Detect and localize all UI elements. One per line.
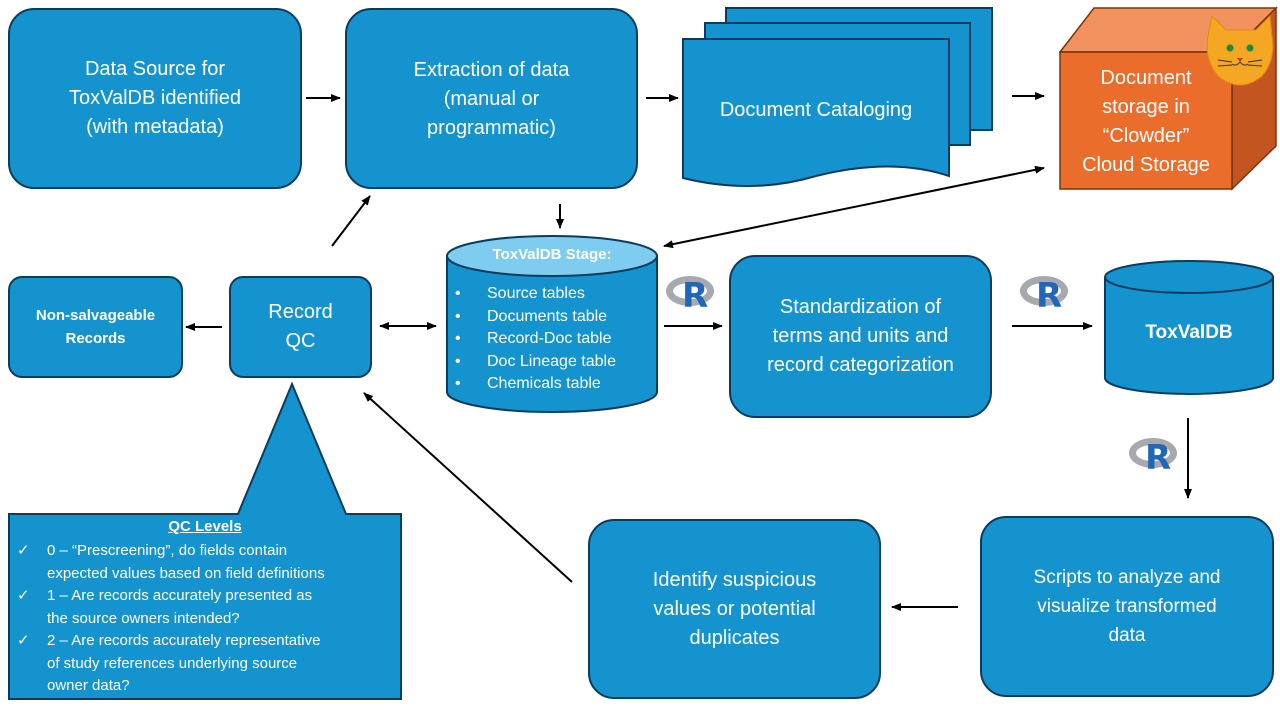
scripts-line: data (1108, 625, 1146, 646)
toxvaldb-stage-list: •Source tables •Documents table •Record-… (455, 283, 616, 396)
qc-level-line: expected values based on field definitio… (47, 564, 325, 582)
arrow-identify-to-qc (363, 392, 573, 583)
qc-levels-list: ✓ 0 – “Prescreening”, do fields contain … (17, 540, 397, 698)
doc-storage-line: storage in (1102, 96, 1190, 118)
doc-storage-line: Document (1100, 67, 1192, 89)
r-logo: R (1127, 432, 1187, 484)
extraction-line: Extraction of data (413, 59, 570, 81)
qc-level-line: of study references underlying source (47, 654, 298, 672)
check-icon: ✓ (17, 587, 30, 604)
doc-cataloging-label: Document Cataloging (719, 99, 913, 121)
identify-line: Identify suspicious (652, 568, 817, 591)
r-logo: R (1018, 270, 1078, 322)
identify-line: values or potential (653, 597, 816, 620)
qc-level-line: 2 – Are records accurately representativ… (47, 632, 321, 649)
arrow-qc-to-extraction (331, 195, 371, 247)
data-source-line: ToxValDB identified (69, 87, 241, 109)
doc-storage-line: “Clowder” (1102, 125, 1190, 147)
scripts-line: visualize transformed (1037, 596, 1217, 617)
record-qc-line: Record (268, 301, 333, 323)
stage-list-item: •Source tables (455, 285, 585, 302)
stage-list-item: •Documents table (455, 307, 608, 325)
record-qc-box: Record QC (229, 276, 372, 378)
qc-level-item: ✓ 2 – Are records accurately representat… (17, 630, 397, 698)
stage-list-item: •Record-Doc table (455, 330, 612, 347)
stage-item-label: Chemicals table (487, 375, 601, 392)
standardization-line: record categorization (767, 354, 954, 376)
qc-levels-callout-shape (8, 381, 402, 700)
toxvaldb-stage-title: ToxValDB Stage: (492, 246, 612, 263)
r-logo-letter: R (1145, 438, 1172, 478)
scripts-box: Scripts to analyze and visualize transfo… (980, 516, 1274, 697)
standardization-box: Standardization of terms and units and r… (729, 255, 992, 418)
qc-level-item: ✓ 1 – Are records accurately presented a… (17, 585, 397, 630)
extraction-box: Extraction of data (manual or programmat… (345, 8, 638, 189)
doc-cataloging-shape (682, 7, 993, 187)
standardization-line: terms and units and (772, 325, 949, 347)
check-icon: ✓ (17, 632, 30, 649)
check-icon: ✓ (17, 542, 30, 559)
qc-level-item: ✓ 0 – “Prescreening”, do fields contain … (17, 540, 397, 585)
identify-line: duplicates (689, 626, 780, 649)
toxvaldb-label: ToxValDB (1145, 322, 1233, 343)
extraction-line: programmatic) (427, 117, 556, 139)
stage-item-label: Record-Doc table (487, 330, 612, 347)
qc-levels-title: QC Levels (168, 518, 242, 535)
data-source-line: (with metadata) (86, 116, 224, 138)
non-salvageable-box: Non-salvageable Records (8, 276, 183, 378)
cat-icon (1206, 14, 1274, 86)
qc-level-line: 0 – “Prescreening”, do fields contain (47, 542, 288, 559)
qc-level-line: 1 – Are records accurately presented as (47, 587, 313, 604)
doc-storage-cube (1058, 6, 1278, 191)
stage-list-item: •Doc Lineage table (455, 352, 616, 370)
non-salvageable-line: Records (65, 330, 126, 347)
qc-level-line: owner data? (47, 677, 130, 694)
extraction-line: (manual or (443, 88, 540, 110)
non-salvageable-line: Non-salvageable (35, 307, 156, 324)
qc-level-line: the source owners intended? (47, 609, 240, 627)
doc-storage-line: Cloud Storage (1082, 154, 1210, 176)
stage-item-label: Doc Lineage table (487, 352, 616, 370)
toxvaldb-stage-cylinder (446, 235, 658, 413)
data-source-line: Data Source for (84, 58, 226, 80)
arrow-storage-to-stage (663, 165, 1045, 249)
doc-storage-label: Document storage in “Clowder” Cloud Stor… (1060, 64, 1232, 180)
identify-box: Identify suspicious values or potential … (588, 519, 881, 699)
r-logo: R (664, 270, 724, 322)
toxvaldb-cylinder (1104, 260, 1274, 395)
r-logo-letter: R (682, 276, 709, 316)
stage-item-label: Documents table (487, 307, 608, 325)
data-source-box: Data Source for ToxValDB identified (wit… (8, 8, 302, 189)
standardization-line: Standardization of (779, 296, 942, 318)
record-qc-line: QC (285, 330, 316, 352)
stage-list-item: •Chemicals table (455, 375, 601, 392)
scripts-line: Scripts to analyze and (1033, 567, 1221, 588)
r-logo-letter: R (1036, 276, 1063, 316)
stage-item-label: Source tables (487, 285, 585, 302)
